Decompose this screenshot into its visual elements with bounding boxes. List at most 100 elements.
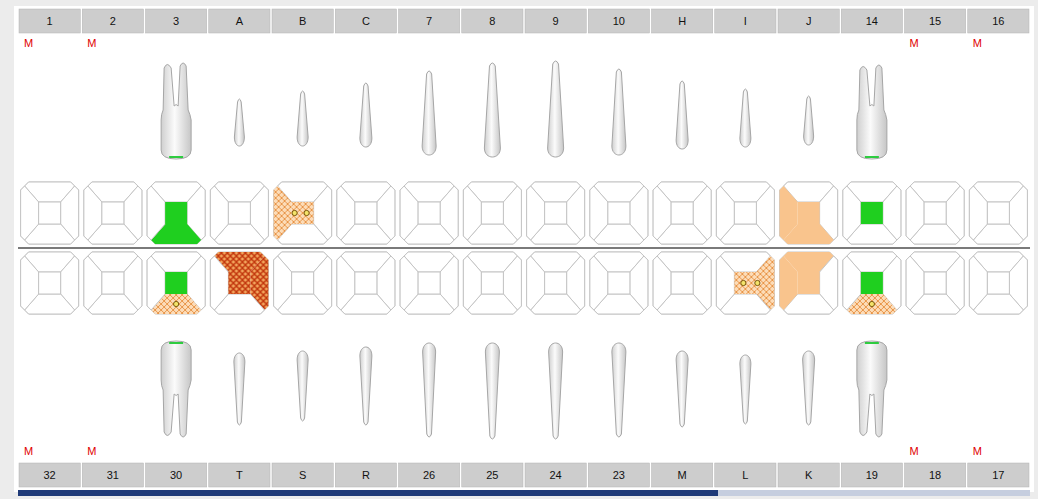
tooth-number-cell: 2 bbox=[81, 8, 144, 34]
header-cell bbox=[778, 9, 839, 33]
missing-mark: M bbox=[910, 37, 919, 49]
header-bar bbox=[18, 8, 1030, 34]
tooth-surface bbox=[969, 256, 987, 310]
tooth-figure bbox=[161, 63, 191, 159]
tooth-outline bbox=[612, 69, 626, 155]
tooth-number: 30 bbox=[170, 469, 182, 481]
tooth-number-cell: M bbox=[651, 462, 714, 488]
tooth-surface bbox=[21, 256, 39, 310]
tooth-outline bbox=[740, 89, 751, 147]
surface-outline bbox=[716, 182, 774, 244]
tooth-surface bbox=[274, 256, 292, 310]
tooth-outline bbox=[857, 65, 887, 159]
tooth-surface bbox=[400, 186, 418, 240]
tooth-surface bbox=[418, 202, 440, 224]
surface-outline bbox=[527, 252, 585, 314]
missing-mark: M bbox=[973, 37, 982, 49]
tooth-surface bbox=[906, 186, 924, 240]
surface-diagram bbox=[780, 182, 838, 244]
tooth-number-cell: 19 bbox=[840, 462, 903, 488]
status-strip bbox=[718, 490, 1030, 496]
surface-diagram bbox=[463, 182, 521, 244]
tooth-number-cell: 1 bbox=[18, 8, 81, 34]
surface-outline bbox=[653, 182, 711, 244]
tooth-surface bbox=[527, 186, 545, 240]
tooth-number: C bbox=[362, 15, 370, 27]
tooth-figure bbox=[676, 351, 688, 427]
tooth-surface bbox=[337, 186, 355, 240]
tooth-number-cell: 26 bbox=[398, 462, 461, 488]
tooth-surface bbox=[590, 256, 608, 310]
tooth-figure bbox=[857, 65, 887, 159]
tooth-surface bbox=[337, 256, 355, 310]
tooth-number: 26 bbox=[423, 469, 435, 481]
tooth-surface bbox=[969, 186, 987, 240]
surface-diagram bbox=[527, 252, 585, 314]
header-cell bbox=[525, 463, 586, 487]
tooth-surface bbox=[228, 202, 250, 224]
tooth-number-cell: S bbox=[271, 462, 334, 488]
header-cell bbox=[778, 463, 839, 487]
surface-diagram bbox=[210, 252, 268, 314]
tooth-row bbox=[161, 341, 887, 439]
surface-diagram bbox=[274, 252, 332, 314]
tooth-number-cell: A bbox=[208, 8, 271, 34]
tooth-outline bbox=[676, 351, 688, 427]
tooth-surface bbox=[228, 272, 250, 294]
tooth-surface bbox=[84, 186, 102, 240]
tooth-figure bbox=[234, 99, 244, 146]
tooth-number: 23 bbox=[613, 469, 625, 481]
tooth-figure bbox=[297, 351, 308, 421]
tooth-outline bbox=[161, 63, 191, 159]
tooth-number-cell: 10 bbox=[587, 8, 650, 34]
surface-outline bbox=[210, 182, 268, 244]
tooth-outline bbox=[422, 71, 436, 155]
surface-outline bbox=[84, 252, 142, 314]
arch-divider bbox=[18, 247, 1030, 249]
tooth-surface bbox=[798, 272, 820, 294]
tooth-outline bbox=[804, 96, 814, 145]
tooth-surface bbox=[861, 272, 883, 294]
tooth-number: L bbox=[742, 469, 748, 481]
tooth-number: K bbox=[805, 469, 812, 481]
tooth-surface bbox=[210, 186, 228, 240]
tooth-number-cell: 14 bbox=[840, 8, 903, 34]
surface-diagram bbox=[969, 182, 1027, 244]
tooth-surface bbox=[355, 272, 377, 294]
header-cell bbox=[82, 9, 143, 33]
missing-mark: M bbox=[87, 445, 96, 457]
tooth-outline bbox=[857, 341, 887, 437]
surface-diagram bbox=[590, 182, 648, 244]
tooth-outline bbox=[360, 83, 372, 147]
surface-outline bbox=[653, 252, 711, 314]
header-cell bbox=[715, 463, 776, 487]
header-cell bbox=[146, 9, 207, 33]
tooth-surface bbox=[716, 186, 734, 240]
tooth-outline bbox=[234, 353, 245, 425]
surface-outline bbox=[716, 252, 774, 314]
tooth-figure bbox=[803, 351, 815, 425]
header-cell bbox=[462, 9, 523, 33]
header-bar bbox=[18, 462, 1030, 488]
tooth-surface bbox=[481, 272, 503, 294]
tooth-outline bbox=[161, 341, 191, 437]
surface-diagram bbox=[716, 182, 774, 244]
missing-mark: M bbox=[910, 445, 919, 457]
tooth-number-cell: 24 bbox=[524, 462, 587, 488]
treatment-dot bbox=[741, 280, 746, 285]
tooth-number: B bbox=[299, 15, 306, 27]
tooth-surface bbox=[716, 256, 734, 310]
header-cell bbox=[652, 9, 713, 33]
surface-diagram bbox=[274, 182, 332, 244]
surface-diagram bbox=[653, 182, 711, 244]
surface-outline bbox=[463, 182, 521, 244]
header-cell bbox=[715, 9, 776, 33]
tooth-surface bbox=[987, 202, 1009, 224]
surface-diagram bbox=[400, 182, 458, 244]
surface-diagram bbox=[843, 252, 901, 314]
tooth-surface bbox=[147, 256, 165, 310]
tooth-number-cell: J bbox=[777, 8, 840, 34]
tooth-surface bbox=[292, 202, 314, 224]
surface-outline bbox=[843, 252, 901, 314]
